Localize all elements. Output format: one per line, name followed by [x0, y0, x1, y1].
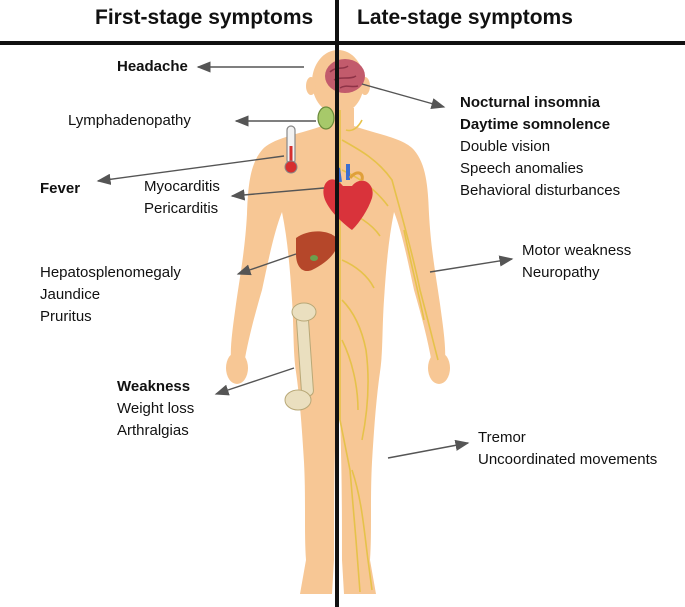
- neuro-label-group: Nocturnal insomnia Daytime somnolence Do…: [460, 92, 620, 202]
- liver-icon: [296, 231, 338, 272]
- motor-weakness-label: Motor weakness: [522, 242, 632, 259]
- behavioral-disturbances-label: Behavioral disturbances: [460, 182, 621, 199]
- headache-label-group: Headache: [117, 56, 188, 78]
- pruritus-label: Pruritus: [40, 308, 92, 325]
- myocarditis-label: Myocarditis: [144, 178, 220, 195]
- fever-label-group: Fever: [40, 178, 80, 200]
- hepatosplenomegaly-label: Hepatosplenomegaly: [40, 264, 181, 281]
- brain-icon: [325, 59, 365, 93]
- tremor-label: Tremor: [478, 429, 526, 446]
- daytime-somnolence-label: Daytime somnolence: [460, 116, 611, 133]
- lymphadenopathy-label-group: Lymphadenopathy: [68, 110, 191, 132]
- late-stage-header: Late-stage symptoms: [357, 6, 573, 29]
- lymph-node-icon: [317, 106, 335, 130]
- headache-label: Headache: [117, 58, 188, 75]
- arrow-motor-weakness: [429, 255, 514, 273]
- arrow-myocarditis: [230, 187, 325, 201]
- tremor-label-group: Tremor Uncoordinated movements: [478, 427, 657, 471]
- arthralgias-label: Arthralgias: [117, 422, 189, 439]
- lymphadenopathy-label: Lymphadenopathy: [68, 112, 191, 129]
- pericarditis-label: Pericarditis: [144, 200, 219, 217]
- arrow-weakness: [214, 367, 295, 396]
- fever-label: Fever: [40, 180, 81, 197]
- center-divider: [335, 0, 339, 607]
- header-divider: [0, 41, 685, 45]
- bone-icon: [284, 302, 317, 411]
- double-vision-label: Double vision: [460, 138, 551, 155]
- weakness-label: Weakness: [117, 378, 191, 395]
- nocturnal-insomnia-label: Nocturnal insomnia: [460, 94, 601, 111]
- weight-loss-label: Weight loss: [117, 400, 195, 417]
- speech-anomalies-label: Speech anomalies: [460, 160, 584, 177]
- cardiac-label-group: Myocarditis Pericarditis: [144, 176, 220, 220]
- arrow-hepatosplenomegaly: [236, 253, 297, 276]
- arrow-tremor: [387, 439, 470, 459]
- thermometer-icon: [284, 125, 298, 174]
- arrow-nocturnal-insomnia: [361, 83, 446, 109]
- motor-label-group: Motor weakness Neuropathy: [522, 240, 631, 284]
- arrow-fever: [96, 155, 285, 185]
- weakness-label-group: Weakness Weight loss Arthralgias: [117, 376, 194, 442]
- hepatic-label-group: Hepatosplenomegaly Jaundice Pruritus: [40, 262, 181, 328]
- uncoordinated-movements-label: Uncoordinated movements: [478, 451, 658, 468]
- jaundice-label: Jaundice: [40, 286, 101, 303]
- first-stage-header: First-stage symptoms: [95, 6, 314, 29]
- neuropathy-label: Neuropathy: [522, 264, 600, 281]
